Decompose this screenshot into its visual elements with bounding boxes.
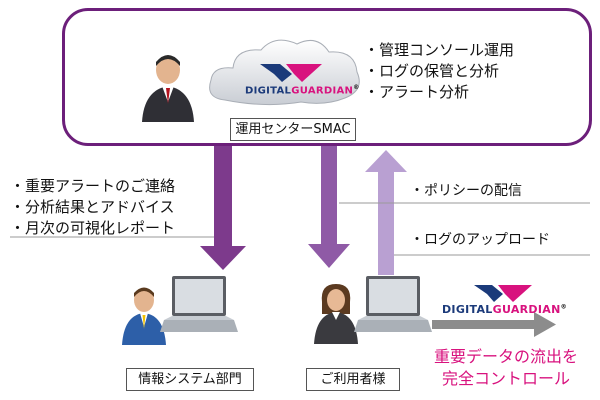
logo-part-digital: DIGITAL [245,85,292,97]
smac-label: 運用センターSMAC [230,118,356,141]
arrow-right-gray [432,312,556,337]
report-item: ・月次の可視化レポート [10,219,176,237]
arrow-down-left [200,146,246,270]
logo-part-guardian: GUARDIAN [492,303,561,316]
digital-guardian-logo-mark-small [474,285,532,302]
log-upload-text: ・ログのアップロード [410,232,550,248]
logo-registered-mark: ® [353,84,360,91]
user-label: ご利用者様 [306,368,400,391]
smac-service-item: ・ログの保管と分析 [364,62,500,80]
laptop-icon-right [354,276,432,332]
digital-guardian-logo-text: DIGITALGUARDIAN® [245,84,360,96]
report-list: ・重要アラートのご連絡 ・分析結果とアドバイス ・月次の可視化レポート [10,176,175,239]
info-system-label: 情報システム部門 [126,368,254,391]
logo-part-digital: DIGITAL [442,303,493,316]
logo-part-guardian: GUARDIAN [291,85,354,97]
tagline-line-2: 完全コントロール [441,369,570,388]
user-person-icon [314,284,358,344]
digital-guardian-logo-text-small: DIGITALGUARDIAN® [442,303,567,316]
digital-guardian-logo-mark [260,64,322,82]
report-item: ・分析結果とアドバイス [10,198,175,216]
smac-service-item: ・アラート分析 [364,83,470,101]
report-item: ・重要アラートのご連絡 [10,177,176,195]
arrow-up-right [365,150,407,275]
policy-distribution-text: ・ポリシーの配信 [410,183,522,199]
laptop-icon-left [160,276,238,332]
logo-registered-mark: ® [560,303,567,311]
smac-service-item: ・管理コンソール運用 [364,41,515,59]
arrow-down-center [308,146,350,268]
smac-service-list: ・管理コンソール運用 ・ログの保管と分析 ・アラート分析 [364,40,514,103]
tagline: 重要データの流出を 完全コントロール [418,346,594,390]
tagline-line-1: 重要データの流出を [433,347,578,366]
it-staff-person-icon [122,287,166,345]
operator-person-icon [142,55,194,122]
